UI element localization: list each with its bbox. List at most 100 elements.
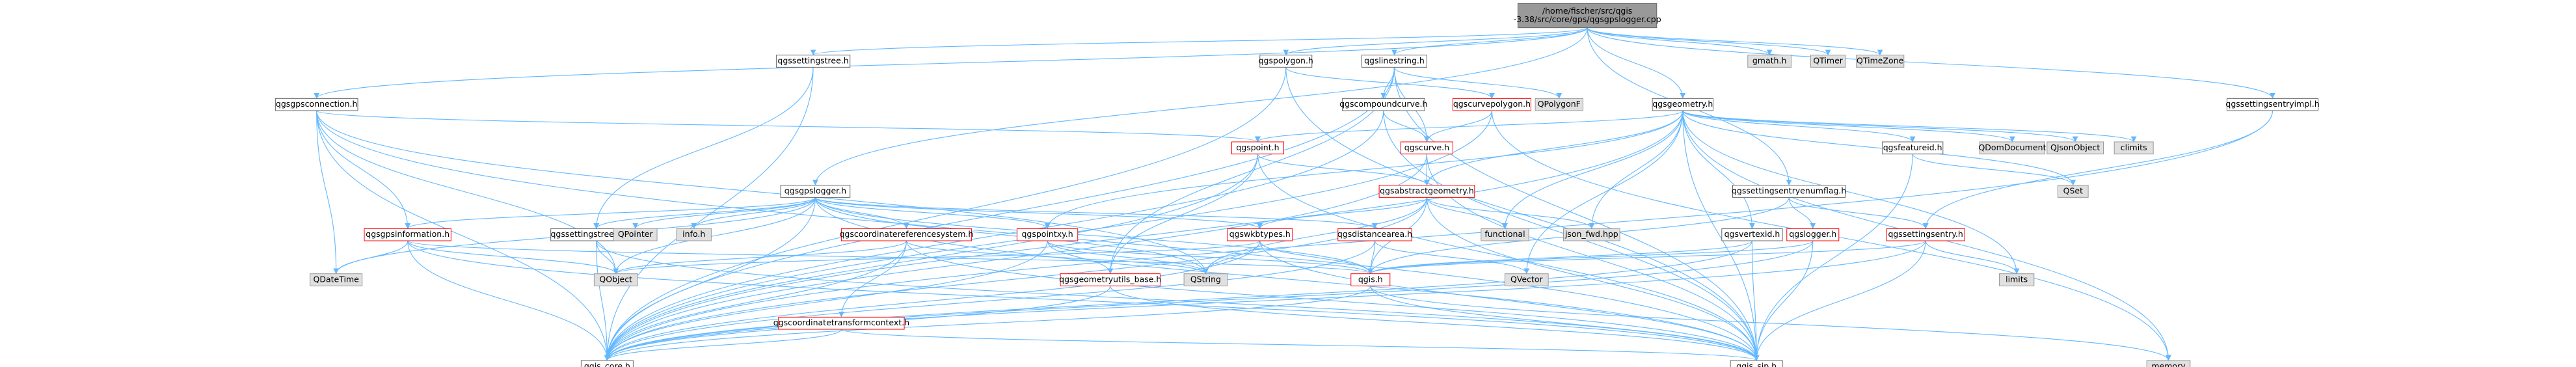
node-box-qdatetime <box>310 273 363 286</box>
edge-qgssettingsentry-to-limits <box>1925 240 2020 275</box>
node-label-qgspointxy: qgspointxy.h <box>1021 229 1073 239</box>
edge-qgscoordinatereferencesystem-to-qgscoordinatetransformcontext <box>839 241 907 318</box>
node-qgslinestring[interactable]: qgslinestring.h <box>1361 55 1427 68</box>
node-box-qobject <box>593 273 638 286</box>
node-qgish[interactable]: qgis.h <box>1350 273 1391 286</box>
node-qtimezone[interactable]: QTimeZone <box>1855 55 1905 68</box>
edge-qgsgeometry-to-qgsvertexid <box>1682 111 1755 229</box>
node-label-climits: climits <box>2121 143 2147 152</box>
node-qgspoint[interactable]: qgspoint.h <box>1231 141 1284 155</box>
node-qgsvertexid[interactable]: qgsvertexid.h <box>1721 228 1783 241</box>
node-qdomdocument[interactable]: QDomDocument <box>1978 141 2046 155</box>
node-qpointer[interactable]: QPointer <box>613 228 658 241</box>
node-json_fwd[interactable]: json_fwd.hpp <box>1563 228 1620 241</box>
node-qgsabstractgeometry[interactable]: qgsabstractgeometry.h <box>1378 185 1475 198</box>
node-label-qset: QSet <box>2063 186 2083 196</box>
node-box-qtimer <box>1810 55 1846 68</box>
node-box-qgish <box>1350 273 1391 286</box>
edge-root-to-qgssettingstree <box>811 27 1588 56</box>
node-label-qgspoint: qgspoint.h <box>1236 143 1279 152</box>
node-label-root: -3.38/src/core/gps/qgsgpslogger.cpp <box>1514 14 1661 24</box>
node-qgssettingsentryenumflag[interactable]: qgssettingsentryenumflag.h <box>1732 185 1846 198</box>
node-qgsfeatureid[interactable]: qgsfeatureid.h <box>1881 141 1944 155</box>
node-qgsdistancearea[interactable]: qgsdistancearea.h <box>1337 228 1412 241</box>
edge-qgish-to-qgis_sip <box>1370 286 1760 361</box>
node-root: /home/fischer/src/qgis-3.38/src/core/gps… <box>1514 3 1661 29</box>
node-box-gmath <box>1747 55 1791 68</box>
node-qgscurvepolygon[interactable]: qgscurvepolygon.h <box>1452 98 1531 111</box>
edge-qgssettingsentryenumflag-to-qgssettingsentry <box>1788 197 1929 229</box>
node-functional[interactable]: functional <box>1481 228 1529 241</box>
node-label-gmath: gmath.h <box>1752 56 1787 66</box>
node-qgssettingstree[interactable]: qgssettingstree.h <box>775 55 851 68</box>
node-limits[interactable]: limits <box>1998 273 2035 286</box>
node-qgslogger[interactable]: qgslogger.h <box>1786 228 1840 241</box>
node-infoh[interactable]: info.h <box>676 228 712 241</box>
node-qobject[interactable]: QObject <box>593 273 638 286</box>
node-memory[interactable]: memory <box>2146 360 2191 367</box>
node-gmath[interactable]: gmath.h <box>1747 55 1791 68</box>
edge-qgssettingsentry-to-qgish <box>1367 240 1926 275</box>
node-box-limits <box>1998 273 2035 286</box>
node-qgssettingsentryimpl[interactable]: qgssettingsentryimpl.h <box>2225 98 2320 111</box>
node-label-qgsgpsinformation: qgsgpsinformation.h <box>366 229 449 239</box>
node-qstring[interactable]: QString <box>1183 273 1228 286</box>
edge-qgsgpslogger-to-qgsgpsinformation <box>405 197 816 229</box>
node-qgssettingsentry[interactable]: qgssettingsentry.h <box>1886 228 1965 241</box>
node-qgscurve[interactable]: qgscurve.h <box>1400 141 1453 155</box>
node-qgsgeometryutils_base[interactable]: qgsgeometryutils_base.h <box>1059 273 1161 286</box>
edge-root-to-qtimezone <box>1587 27 1883 56</box>
edge-qgsgeometryutils_base-to-qgis_sip <box>1110 286 1760 361</box>
node-qgspolygon[interactable]: qgspolygon.h <box>1259 55 1313 68</box>
node-qgswkbtypes[interactable]: qgswkbtypes.h <box>1227 228 1293 241</box>
node-qgsgpsinformation[interactable]: qgsgpsinformation.h <box>364 228 451 241</box>
node-qgscoordinatereferencesystem[interactable]: qgscoordinatereferencesystem.h <box>839 228 973 241</box>
node-label-qjsonobject: QJsonObject <box>2050 143 2100 152</box>
node-label-qgspolygon: qgspolygon.h <box>1259 56 1313 66</box>
edge-qgspointxy-to-qgsgeometryutils_base <box>1047 240 1114 275</box>
node-qpolygonf[interactable]: QPolygonF <box>1535 98 1583 111</box>
edge-qgssettingstreenode-to-qgis_core <box>596 241 610 361</box>
node-label-qgish: qgis.h <box>1358 275 1383 284</box>
node-qvector[interactable]: QVector <box>1504 273 1549 286</box>
node-qdatetime[interactable]: QDateTime <box>310 273 363 286</box>
node-box-qgsfeatureid <box>1881 141 1944 155</box>
node-label-qgis_sip: qgis_sip.h <box>1736 361 1777 367</box>
edge-qgsgeometry-to-limits <box>1682 111 2020 275</box>
node-box-qgsgpslogger <box>780 185 851 198</box>
node-label-memory: memory <box>2151 361 2186 367</box>
edge-qgsgpslogger-to-qstring <box>814 197 1209 275</box>
node-box-qgslinestring <box>1361 55 1427 68</box>
node-label-functional: functional <box>1484 229 1525 239</box>
node-climits[interactable]: climits <box>2113 141 2154 155</box>
node-qgsgeometry[interactable]: qgsgeometry.h <box>1652 98 1713 111</box>
node-qjsonobject[interactable]: QJsonObject <box>2046 141 2104 155</box>
node-box-root <box>1517 3 1657 29</box>
node-label-qgsvertexid: qgsvertexid.h <box>1724 229 1780 239</box>
node-qtimer[interactable]: QTimer <box>1810 55 1846 68</box>
node-qgis_sip[interactable]: qgis_sip.h <box>1730 360 1783 367</box>
edge-root-to-qtimer <box>1587 27 1831 56</box>
node-label-qtimer: QTimer <box>1813 56 1843 66</box>
edge-qgssettingsentry-to-qgis_core <box>604 241 1926 361</box>
node-qset[interactable]: QSet <box>2057 185 2089 198</box>
edge-qgsgpslogger-to-qgsdistancearea <box>814 197 1378 229</box>
node-qgis_core[interactable]: qgis_core.h <box>580 360 634 367</box>
node-box-qjsonobject <box>2046 141 2104 155</box>
edge-qgsgeometry-to-qgsabstractgeometry <box>1424 111 1684 186</box>
node-label-qpolygonf: QPolygonF <box>1538 99 1581 109</box>
node-box-qdomdocument <box>1979 141 2045 155</box>
node-qgspointxy[interactable]: qgspointxy.h <box>1016 228 1079 241</box>
node-label-qgscompoundcurve: qgscompoundcurve.h <box>1339 99 1427 109</box>
node-qgsgpslogger[interactable]: qgsgpslogger.h <box>780 185 851 198</box>
node-label-qgsgpslogger: qgsgpslogger.h <box>785 186 846 196</box>
node-label-qobject: QObject <box>599 275 632 284</box>
node-qgscompoundcurve[interactable]: qgscompoundcurve.h <box>1339 98 1427 111</box>
edge-qgswkbtypes-to-qstring <box>1203 240 1261 275</box>
node-label-qgsgeometry: qgsgeometry.h <box>1652 99 1713 109</box>
node-label-qtimezone: QTimeZone <box>1857 56 1904 66</box>
node-qgsgpsconnection[interactable]: qgsgpsconnection.h <box>275 98 358 111</box>
node-qgscoordinatetransformcontext[interactable]: qgscoordinatetransformcontext.h <box>773 316 909 330</box>
nodes-layer: /home/fischer/src/qgis-3.38/src/core/gps… <box>275 3 2320 367</box>
edge-qgspoint-to-qgsgeometryutils_base <box>1107 154 1258 275</box>
